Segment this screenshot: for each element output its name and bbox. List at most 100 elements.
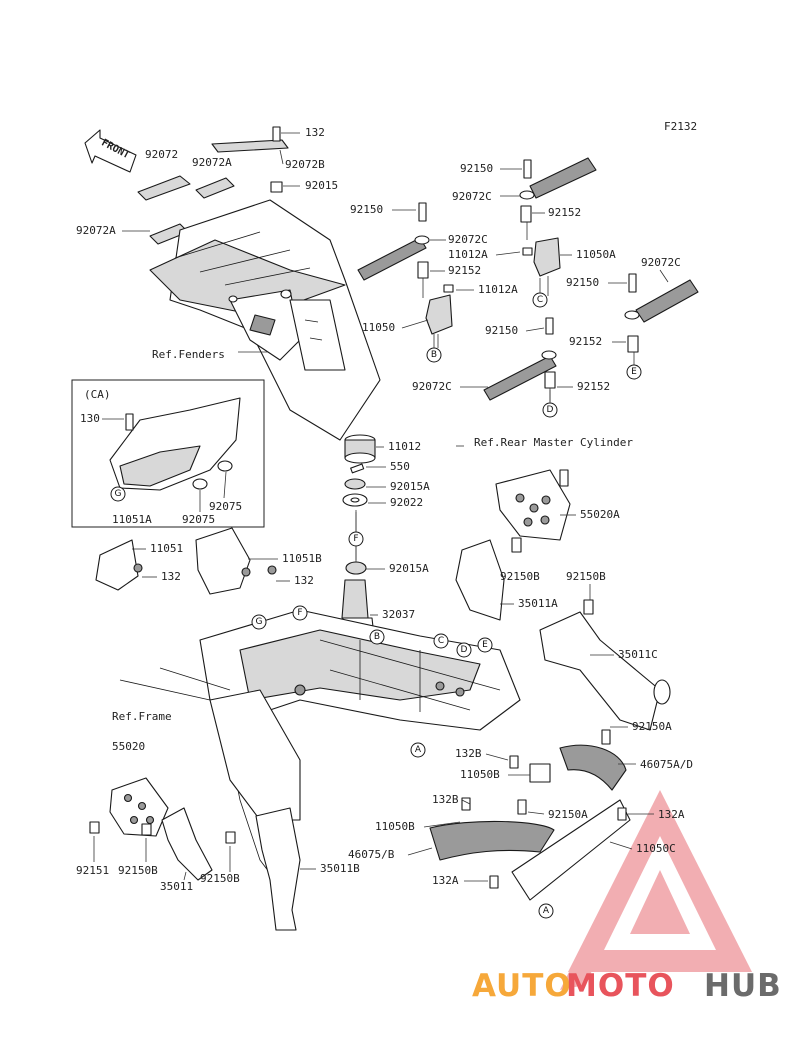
label-92151: 92151: [76, 864, 109, 877]
wordmark-auto: AUTO: [472, 968, 572, 1004]
label-92150b-d: 92150B: [200, 872, 240, 885]
label-55020: 55020: [112, 740, 145, 753]
label-92015: 92015: [305, 179, 338, 192]
label-92150a-a: 92150A: [632, 720, 672, 733]
letter-callouts: B C E D G F F G B C D E A A: [110, 278, 642, 919]
label-92072: 92072: [145, 148, 178, 161]
label-132-top: 132: [305, 126, 325, 139]
label-92015a-b: 92015A: [389, 562, 429, 575]
label-11012a-a: 11012A: [448, 248, 488, 261]
wordmark-moto: MOTO: [566, 968, 675, 1004]
label-92015a-a: 92015A: [390, 480, 430, 493]
label-11050: 11050: [362, 321, 395, 334]
label-92150b-b: 92150B: [566, 570, 606, 583]
ref-rear-master-cylinder: Ref.Rear Master Cylinder: [474, 436, 633, 449]
rail-46075a-icon: [559, 744, 627, 791]
label-132a-b: 132A: [432, 874, 459, 887]
front-arrow: FRONT: [84, 129, 137, 173]
label-55020a: 55020A: [580, 508, 620, 521]
label-11050c: 11050C: [636, 842, 676, 855]
label-11012a-b: 11012A: [478, 283, 518, 296]
label-130: 130: [80, 412, 100, 425]
callout-a-frame: A: [415, 745, 422, 755]
callout-e-top: E: [631, 367, 637, 377]
label-132b-a: 132B: [455, 747, 482, 760]
strap-92072c-right-icon: [635, 279, 699, 323]
label-35011b: 35011B: [320, 862, 360, 875]
label-132-a: 132: [161, 570, 181, 583]
label-11050a: 11050A: [576, 248, 616, 261]
label-92075-a: 92075: [209, 500, 242, 513]
label-11051a: 11051A: [112, 513, 152, 526]
callout-c-frame: C: [438, 636, 444, 646]
label-92152-c: 92152: [569, 335, 602, 348]
callout-d-top: D: [547, 405, 554, 415]
rear-bracket-drawing: [455, 469, 671, 731]
label-92072c-c: 92072C: [641, 256, 681, 269]
callout-g-frame: G: [256, 617, 263, 627]
label-92150b-a: 92150B: [500, 570, 540, 583]
callout-e-frame: E: [482, 640, 488, 650]
bracket-35011c-icon: [539, 611, 661, 731]
bracket-35011-icon: [161, 807, 213, 881]
callout-d-frame: D: [461, 645, 468, 655]
strap-92072c-top-icon: [529, 157, 597, 199]
label-92152-b: 92152: [448, 264, 481, 277]
wordmark-hub: HUB: [704, 968, 782, 1004]
label-35011: 35011: [160, 880, 193, 893]
left-footpeg-drawing: [89, 777, 301, 931]
figure-code: F2132: [664, 120, 697, 133]
label-92072c-a: 92072C: [452, 190, 492, 203]
strap-92072a-icon: [195, 177, 235, 199]
callout-a-rail: A: [543, 906, 550, 916]
label-92072b: 92072B: [285, 158, 325, 171]
bracket-35011b-icon: [255, 807, 301, 931]
label-92150-d: 92150: [485, 324, 518, 337]
strap-92072c-left-icon: [357, 237, 427, 281]
label-35011a: 35011A: [518, 597, 558, 610]
label-92072a-2: 92072A: [76, 224, 116, 237]
upper-brackets-drawing: [95, 527, 277, 595]
label-92150-a: 92150: [460, 162, 493, 175]
strap-92072-icon: [137, 175, 191, 201]
label-92075-b: 92075: [182, 513, 215, 526]
label-11051: 11051: [150, 542, 183, 555]
label-92152-d: 92152: [577, 380, 610, 393]
ref-fenders: Ref.Fenders: [152, 348, 225, 361]
callout-b-top: B: [431, 350, 437, 360]
label-92150b-c: 92150B: [118, 864, 158, 877]
label-92150-c: 92150: [566, 276, 599, 289]
label-46075b: 46075/B: [348, 848, 395, 861]
part-labels: 132 92072 92072A 92072B 92015 92072A 921…: [76, 126, 693, 893]
callout-c-top: C: [537, 295, 543, 305]
ca-inset: (CA): [71, 379, 265, 528]
bracket-35011a-icon: [455, 539, 505, 621]
strap-and-clip-drawing: [357, 157, 699, 402]
label-11012: 11012: [388, 440, 421, 453]
label-92152-a: 92152: [548, 206, 581, 219]
label-92150a-b: 92150A: [548, 808, 588, 821]
callout-b-frame: B: [374, 632, 380, 642]
label-11051b: 11051B: [282, 552, 322, 565]
label-92022: 92022: [390, 496, 423, 509]
label-92072c-d: 92072C: [412, 380, 452, 393]
callout-f-stack: F: [353, 534, 358, 544]
rail-46075b-icon: [429, 820, 555, 861]
label-46075ad: 46075A/D: [640, 758, 693, 771]
label-32037: 32037: [382, 608, 415, 621]
grab-rail-drawing: [429, 729, 631, 901]
strap-92072c-bottom-icon: [483, 355, 557, 401]
label-35011c: 35011C: [618, 648, 658, 661]
ref-frame: Ref.Frame: [112, 710, 172, 723]
strap-92072b-icon: [211, 139, 289, 153]
ca-label: (CA): [84, 388, 111, 401]
automotohub-wordmark: AUTO MOTO HUB: [472, 968, 782, 1004]
label-11050b-a: 11050B: [460, 768, 500, 781]
label-132b-b: 132B: [432, 793, 459, 806]
label-550: 550: [390, 460, 410, 473]
label-132a-a: 132A: [658, 808, 685, 821]
automotohub-logo: [560, 790, 752, 990]
label-92072c-b: 92072C: [448, 233, 488, 246]
